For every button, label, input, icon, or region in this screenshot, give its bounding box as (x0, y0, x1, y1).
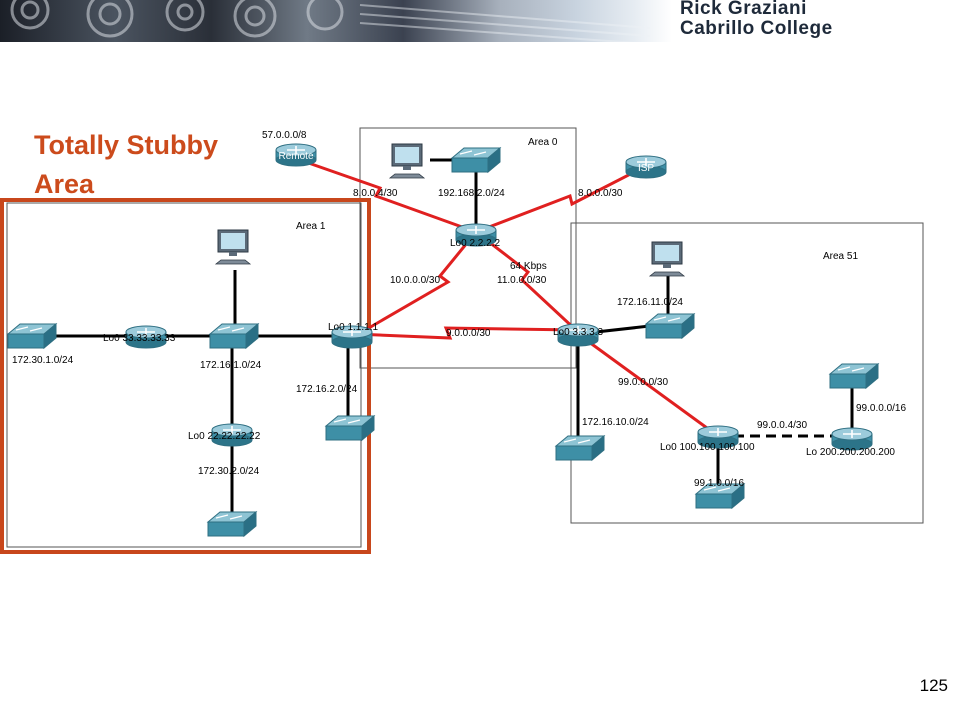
totally-stubby-highlight-box (0, 198, 371, 554)
link-r2-r3-label: 11.0.0.0/30 (497, 275, 547, 286)
area0-lan-label: 192.168.2.0/24 (438, 188, 505, 199)
r3-lan-label: 172.16.10.0/24 (582, 417, 649, 428)
switch-r3-lan-icon[interactable] (555, 435, 605, 461)
slide-title: Totally Stubby Area (34, 130, 219, 199)
r22-loopback-label: Lo0 22.22.22.22 (188, 431, 261, 442)
link-r3-r100-label: 99.0.0.0/30 (618, 377, 668, 388)
link-r2-r1 (354, 231, 478, 338)
header-banner: Rick Graziani Cabrillo College (0, 0, 960, 42)
banner-author: Rick Graziani (680, 0, 807, 19)
link-remote-r2-label: 8.0.0.4/30 (353, 188, 398, 199)
link-r100-r200-label: 99.0.0.4/30 (757, 420, 807, 431)
link-r1-r3-label: 9.0.0.0/30 (446, 328, 491, 339)
r2-r3-bandwidth-label: 64 Kbps (510, 261, 547, 272)
area-0-label: Area 0 (528, 137, 558, 148)
area-1-label: Area 1 (296, 221, 326, 232)
banner-institution: Cabrillo College (680, 18, 833, 39)
switch-r22-lan-icon[interactable] (207, 511, 257, 537)
r100-lan-label: 99.1.0.0/16 (694, 478, 744, 489)
pc-area1-icon[interactable] (215, 229, 251, 265)
r100-loopback-label: Lo0 100.100.100.100 (660, 442, 755, 453)
switch-r1-lan-icon[interactable] (325, 415, 375, 441)
page-number: 125 (919, 676, 948, 695)
r200-loopback-label: Lo 200.200.200.200 (806, 447, 895, 458)
link-r2-isp-label: 8.0.0.0/30 (578, 188, 623, 199)
area-0-boundary (359, 127, 577, 369)
r200-lan-label: 99.0.0.0/16 (856, 403, 906, 414)
r3-loopback-label: Lo0 3.3.3.3 (553, 327, 603, 338)
link-r3-r100 (577, 332, 719, 438)
switch-r33-lan-icon[interactable] (7, 323, 57, 349)
serial-links (299, 158, 719, 438)
link-r1-r3 (354, 326, 579, 340)
area-51-label: Area 51 (823, 251, 858, 262)
r33-lan-label: 172.30.1.0/24 (12, 355, 74, 366)
ethernet-links (40, 158, 854, 520)
banner-author-block: Rick Graziani Cabrillo College (680, 0, 833, 39)
remote-router-label: Remote (278, 151, 313, 162)
isp-router-label: ISP (638, 163, 654, 174)
link-r2-r3 (475, 230, 580, 334)
area1-core-lan-label: 172.16.1.0/24 (200, 360, 262, 371)
r1-lan-label: 172.16.2.0/24 (296, 384, 358, 395)
r2-loopback-label: Lo0 2.2.2.2 (450, 238, 500, 249)
link-r2-isp (475, 164, 647, 234)
banner-decoration (10, 0, 651, 42)
switch-area0-icon[interactable] (451, 147, 501, 173)
pc-area51-icon[interactable] (649, 241, 685, 277)
switch-area1-core-icon[interactable] (209, 323, 259, 349)
r1-loopback-label: Lo0 1.1.1.1 (328, 322, 378, 333)
remote-network-label: 57.0.0.0/8 (262, 130, 307, 141)
switch-r200-lan-icon[interactable] (829, 363, 879, 389)
area-1-boundary (6, 202, 362, 548)
area-51-boundary (570, 222, 924, 524)
r33-loopback-label: Lo0 33.33.33.33 (103, 333, 176, 344)
switch-r3-pc-lan-icon[interactable] (645, 313, 695, 339)
link-remote-r2 (299, 158, 477, 234)
pc-area0-icon[interactable] (389, 143, 425, 179)
r3-pc-lan-label: 172.16.11.0/24 (617, 297, 683, 308)
link-r2-r1-label: 10.0.0.0/30 (390, 275, 440, 286)
r22-lan-label: 172.30.2.0/24 (198, 466, 260, 477)
